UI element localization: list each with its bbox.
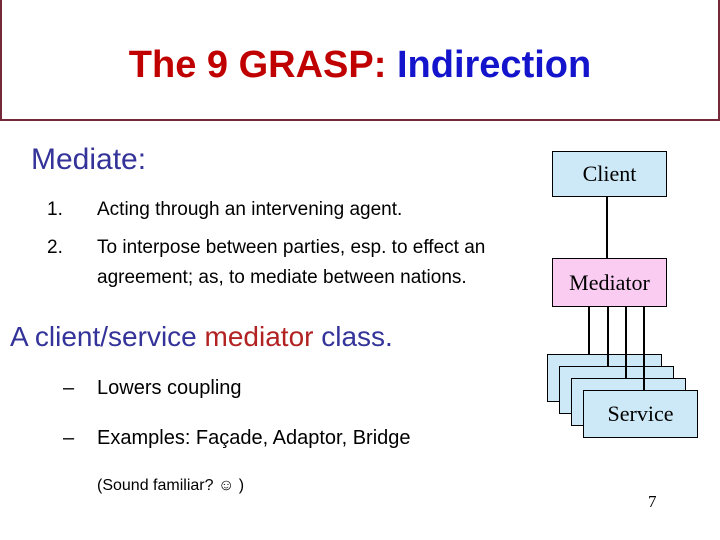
slide-title: The 9 GRASP: Indirection — [0, 44, 720, 87]
right-frame-line — [718, 0, 720, 121]
dash-bullet-2: – — [63, 427, 75, 449]
mediator-class-subheading: A client/service mediator class. — [10, 321, 393, 353]
mediator-label: Mediator — [569, 269, 650, 295]
list-item-2-line-2: agreement; as, to mediate between nation… — [97, 267, 467, 288]
mediator-service-connector-1 — [588, 307, 590, 354]
title-highlight: Indirection — [396, 44, 592, 86]
sound-familiar-note: (Sound familiar? ☺ ) — [97, 477, 245, 494]
client-box: Client — [552, 151, 667, 197]
service-box-front: Service — [583, 390, 698, 438]
title-prefix: The 9 GRASP: — [128, 44, 387, 86]
subheading-pre: A client/service — [10, 321, 197, 352]
subheading-emphasis: mediator — [204, 321, 314, 352]
mediate-heading: Mediate: — [31, 143, 147, 176]
mediator-service-connector-3 — [625, 307, 627, 378]
title-underline — [0, 119, 720, 121]
list-number-2: 2. — [47, 237, 63, 258]
mediator-service-connector-2 — [607, 307, 609, 366]
service-label: Service — [607, 401, 674, 426]
list-item-1: Acting through an intervening agent. — [97, 199, 403, 220]
list-number-1: 1. — [47, 199, 63, 220]
mediator-box: Mediator — [552, 258, 667, 307]
page-number: 7 — [648, 492, 657, 511]
dash-item-1: Lowers coupling — [97, 377, 242, 399]
list-item-2-line-1: To interpose between parties, esp. to ef… — [97, 237, 486, 258]
client-mediator-connector — [606, 197, 608, 258]
left-frame-line — [0, 0, 2, 121]
dash-bullet-1: – — [63, 377, 75, 399]
subheading-post: class. — [321, 321, 393, 352]
client-label: Client — [582, 161, 637, 186]
dash-item-2: Examples: Façade, Adaptor, Bridge — [97, 427, 411, 449]
mediator-service-connector-4 — [643, 307, 645, 390]
